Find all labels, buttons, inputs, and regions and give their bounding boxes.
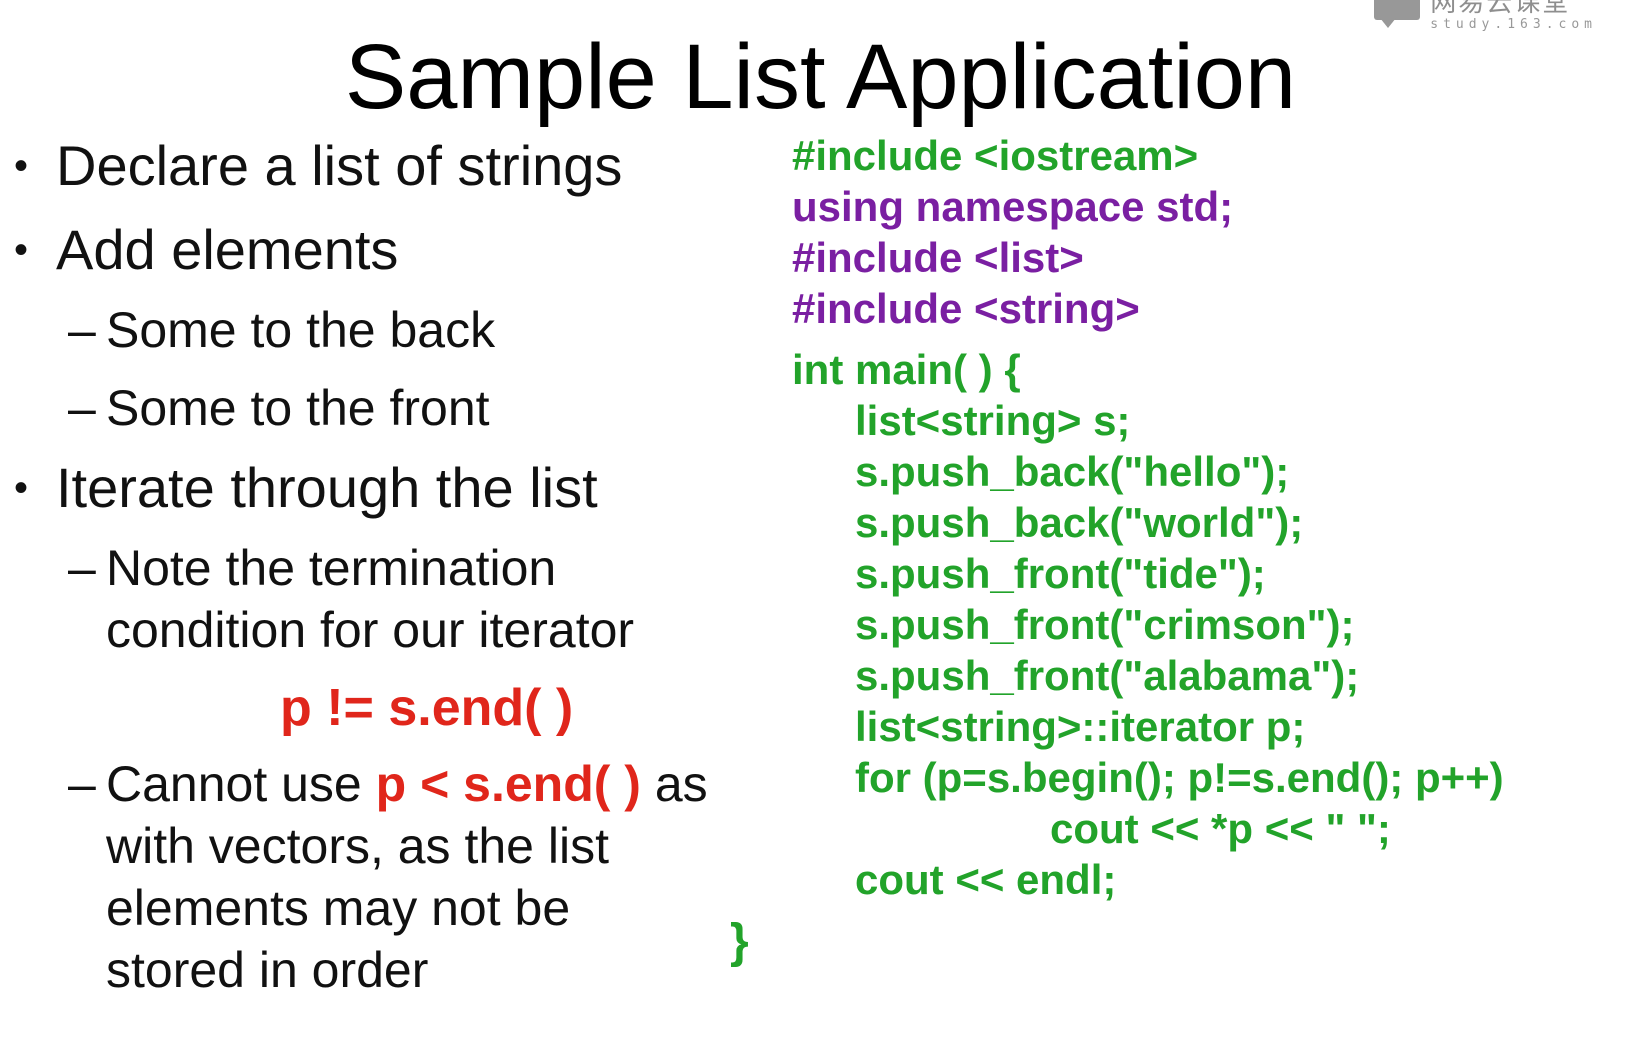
bullet-declare-list: • Declare a list of strings (14, 134, 622, 198)
sub-bullet-cannot-use: –Cannot use p < s.end( ) as (68, 752, 708, 816)
watermark-chinese: 网易云课堂 (1430, 0, 1571, 18)
bullet-text: Iterate through the list (56, 456, 598, 519)
code-line: s.push_front("crimson"); (855, 601, 1355, 648)
sub-bullet-back: –Some to the back (68, 298, 495, 362)
slide-title: Sample List Application (344, 26, 1297, 128)
sub-bullet-text-post: as (640, 756, 708, 812)
watermark-logo: 网易云课堂 study.163.com (1374, 0, 1597, 31)
code-line: cout << endl; (855, 856, 1117, 903)
bullet-text: Add elements (56, 218, 399, 281)
code-line: cout << *p << " "; (1050, 805, 1391, 852)
bullet-text: Declare a list of strings (56, 134, 623, 197)
closing-brace: } (730, 915, 749, 968)
sub-bullet-text: Some to the back (106, 302, 496, 358)
dash: – (68, 756, 96, 812)
bullet-dot: • (14, 228, 29, 272)
bullet-dot: • (14, 144, 29, 188)
watermark-text: 网易云课堂 study.163.com (1430, 0, 1597, 31)
bullet-add-elements: • Add elements (14, 218, 398, 282)
code-line: using namespace std; (792, 183, 1234, 230)
dash: – (68, 380, 96, 436)
invalid-condition: p < s.end( ) (375, 756, 641, 812)
bullet-list: • Declare a list of strings • Add elements… (0, 0, 800, 1050)
watermark-url: study.163.com (1430, 17, 1597, 32)
sub-bullet-text: Some to the front (106, 380, 490, 436)
code-line: #include <string> (792, 285, 1140, 332)
code-line: s.push_front("alabama"); (855, 652, 1360, 699)
code-line: int main( ) { (792, 346, 1021, 393)
sub-bullet-front: –Some to the front (68, 376, 490, 440)
sub-bullet-termination-cont: condition for our iterator (106, 602, 635, 658)
sub-bullet-text-pre: Cannot use (106, 756, 376, 812)
sub-bullet-text: Note the termination (106, 540, 557, 596)
code-line: #include <list> (792, 234, 1084, 281)
code-line: list<string>::iterator p; (855, 703, 1306, 750)
code-line: s.push_back("hello"); (855, 448, 1290, 495)
dash: – (68, 302, 96, 358)
sub-bullet-cannot-use-cont-2: elements may not be (106, 880, 571, 936)
code-line: list<string> s; (855, 397, 1131, 444)
chat-bubble-icon (1374, 0, 1421, 28)
sub-bullet-cannot-use-cont-1: with vectors, as the list (106, 818, 609, 874)
termination-condition: p != s.end( ) (280, 679, 574, 737)
sub-bullet-cannot-use-cont-3: stored in order (106, 942, 429, 998)
code-line: s.push_back("world"); (855, 499, 1304, 546)
bullet-iterate: • Iterate through the list (14, 456, 598, 520)
sub-bullet-termination: –Note the termination (68, 536, 556, 600)
code-line: s.push_front("tide"); (855, 550, 1266, 597)
code-line: for (p=s.begin(); p!=s.end(); p++) (855, 754, 1504, 801)
bullet-dot: • (14, 466, 29, 510)
dash: – (68, 540, 96, 596)
code-line: #include <iostream> (792, 132, 1199, 179)
